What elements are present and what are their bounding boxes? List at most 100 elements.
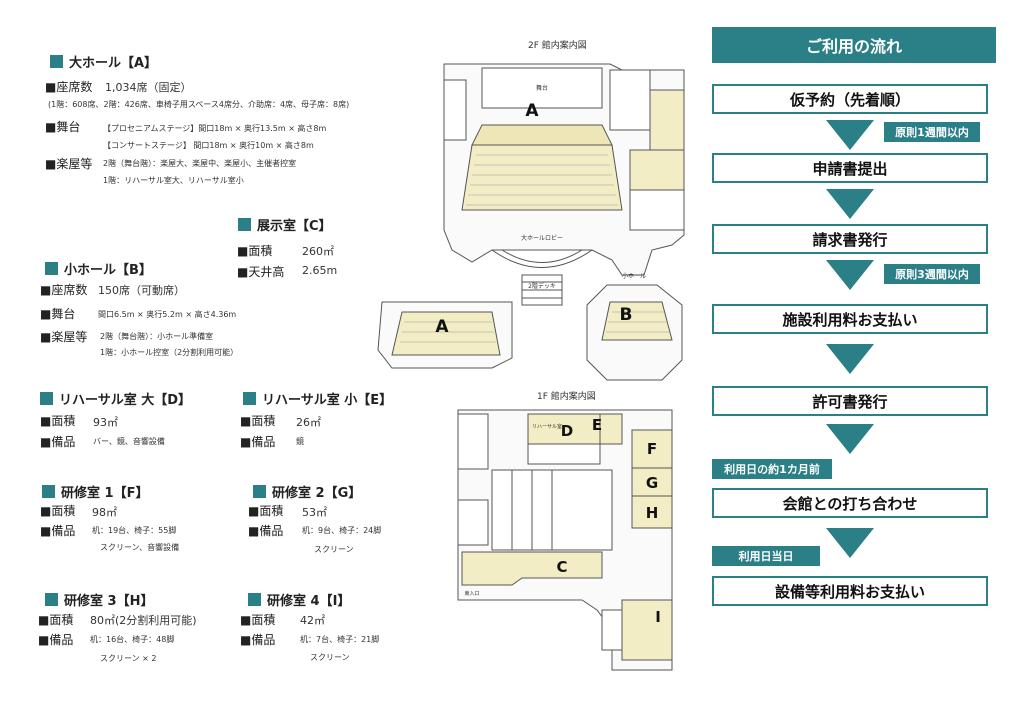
plan-2f-label-deck: 2階デッキ	[528, 282, 556, 290]
plan-1f-room-d	[527, 413, 601, 445]
plan-1f-label-rehearsal: リハーサル室	[532, 423, 562, 430]
plan-1f-room-i	[621, 599, 673, 661]
hall-b-seats-value: 150席（可動席）	[98, 284, 185, 297]
rehearsal-e-equip-label: ■備品	[240, 435, 276, 449]
training-f-area-label: ■面積	[40, 504, 76, 518]
hall-a-stage-line2: 【コンサートステージ】 間口18m × 奥行10m × 高さ8m	[103, 141, 314, 150]
plan-2f-inset-seats	[391, 311, 501, 356]
plan-1f-label-c: C	[556, 558, 567, 576]
hall-a-stage-label: ■舞台	[45, 120, 81, 134]
plan-2f-hall-b-seats	[601, 301, 673, 341]
plan-2f-room	[649, 89, 685, 151]
plan-1f-label-entrance: 東入口	[464, 590, 479, 597]
plan-2f-label-lobby: 大ホールロビー	[521, 234, 563, 242]
plan-1f-room-h	[631, 495, 673, 529]
training-i-equip-label: ■備品	[240, 633, 276, 647]
arrow-down-icon	[826, 189, 874, 219]
training-h-equip-label: ■備品	[38, 633, 74, 647]
hall-a-dressing-line2: 1階：リハーサル室大、リハーサル室小	[103, 176, 244, 185]
plan-1f-room-e	[599, 413, 623, 445]
flow-step-provisional-booking: 仮予約（先着順）	[712, 84, 988, 114]
rehearsal-e-area-value: 26㎡	[296, 416, 321, 429]
plan-2f-seat-rows	[400, 154, 670, 343]
training-i-area-label: ■面積	[240, 613, 276, 627]
hall-a-seats-value: 1,034席（固定）	[105, 81, 192, 94]
bullet-square-icon	[42, 485, 55, 498]
exhibit-c-height-value: 2.65m	[302, 264, 338, 277]
training-f-equip-line1: 机：19台、椅子：55脚	[92, 526, 177, 535]
training-g-equip-label: ■備品	[248, 524, 284, 538]
training-h-equip-line2: スクリーン × 2	[100, 654, 157, 663]
flow-step-permit: 許可書発行	[712, 386, 988, 416]
plan-1f-label-g: G	[646, 474, 658, 492]
arrow-down-icon	[826, 120, 874, 150]
arrow-down-icon	[826, 424, 874, 454]
training-g-equip-line1: 机：9台、椅子：24脚	[302, 526, 382, 535]
floor-plan-2f: A A B 舞台 大ホールロビー 2階デッキ 小ホール	[377, 63, 685, 381]
rehearsal-d-equip-label: ■備品	[40, 435, 76, 449]
training-i-title: 研修室 4【I】	[248, 590, 350, 609]
plan-1f-label-d: D	[561, 422, 573, 440]
flow-step-meeting: 会館との打ち合わせ	[712, 488, 988, 518]
flow-step-invoice: 請求書発行	[712, 224, 988, 254]
floor-plan-1f: D E F G H C I リハーサル室 東入口	[457, 409, 673, 671]
rehearsal-d-area-label: ■面積	[40, 414, 76, 428]
bullet-square-icon	[50, 55, 63, 68]
training-i-equip-line1: 机：7台、椅子：21脚	[300, 635, 380, 644]
training-f-area-value: 98㎡	[92, 506, 117, 519]
training-f-title: 研修室 1【F】	[42, 482, 148, 501]
plan-1f-label-h: H	[646, 504, 659, 522]
training-h-area-label: ■面積	[38, 613, 74, 627]
bullet-square-icon	[40, 392, 53, 405]
hall-a-dressing-label: ■楽屋等	[45, 157, 93, 171]
training-i-equip-line2: スクリーン	[310, 653, 350, 662]
rehearsal-e-area-label: ■面積	[240, 414, 276, 428]
plan-2f-label-small-hall: 小ホール	[622, 272, 646, 280]
exhibit-c-height-label: ■天井高	[237, 265, 285, 279]
hall-a-stage-line1: 【プロセニアムステージ】間口18m × 奥行13.5m × 高さ8m	[103, 124, 327, 133]
training-f-equip-line2: スクリーン、音響設備	[100, 543, 180, 552]
hall-a-seats-label: ■座席数	[45, 80, 93, 94]
rehearsal-d-equip-value: バー、鏡、音響設備	[93, 437, 165, 446]
plan-2f-stage	[481, 67, 603, 109]
plan-2f-label-b: B	[620, 305, 633, 325]
exhibit-c-area-label: ■面積	[237, 244, 273, 258]
bullet-square-icon	[45, 593, 58, 606]
training-g-title: 研修室 2【G】	[253, 482, 361, 501]
hall-b-seats-label: ■座席数	[40, 283, 88, 297]
hall-a-dressing-line1: 2階（舞台階）：楽屋大、楽屋中、楽屋小、主催者控室	[103, 159, 297, 168]
hall-a-title: 大ホール【A】	[50, 52, 157, 71]
bullet-square-icon	[238, 218, 251, 231]
flow-step-facility-fee: 施設利用料お支払い	[712, 304, 988, 334]
training-i-area-value: 42㎡	[300, 614, 325, 627]
hall-b-stage-value: 間口6.5m × 奥行5.2m × 高さ4.36m	[98, 310, 237, 319]
flow-tag-3weeks: 原則3週間以内	[884, 264, 980, 284]
flow-step-application: 申請書提出	[712, 153, 988, 183]
flow-title: ご利用の流れ	[712, 27, 996, 63]
arrow-down-icon	[826, 260, 874, 290]
plan-1f-label-e: E	[592, 416, 602, 434]
flow-step-equipment-fee: 設備等利用料お支払い	[712, 576, 988, 606]
plan-1f-label-f: F	[647, 440, 657, 458]
arrow-down-icon	[826, 528, 874, 558]
bullet-square-icon	[248, 593, 261, 606]
training-h-area-value: 80㎡(2分割利用可能)	[90, 614, 197, 627]
bullet-square-icon	[253, 485, 266, 498]
plan-2f-label-a2: A	[435, 317, 449, 337]
plan-1f-room-g	[631, 467, 673, 497]
plan-1f-title: 1F 館内案内図	[537, 392, 596, 402]
flow-tag-1week: 原則1週間以内	[884, 122, 980, 142]
flow-tag-day-of-use: 利用日当日	[712, 546, 820, 566]
plan-1f-label-i: I	[655, 608, 661, 626]
training-h-equip-line1: 机：16台、椅子：48脚	[90, 635, 175, 644]
hall-a-seats-note: (1階：608席、2階：426席、車椅子用スペース4席分、介助席：4席、母子席：…	[48, 100, 350, 109]
training-g-area-label: ■面積	[248, 504, 284, 518]
plan-2f-label-a: A	[525, 101, 539, 121]
plan-2f-title: 2F 館内案内図	[528, 41, 587, 51]
plan-2f-room	[629, 149, 685, 191]
arrow-down-icon	[826, 344, 874, 374]
training-g-equip-line2: スクリーン	[314, 545, 354, 554]
flow-tag-1month: 利用日の約1カ月前	[712, 459, 832, 479]
bullet-square-icon	[243, 392, 256, 405]
hall-b-dressing-line1: 2階（舞台階）：小ホール準備室	[100, 332, 214, 341]
